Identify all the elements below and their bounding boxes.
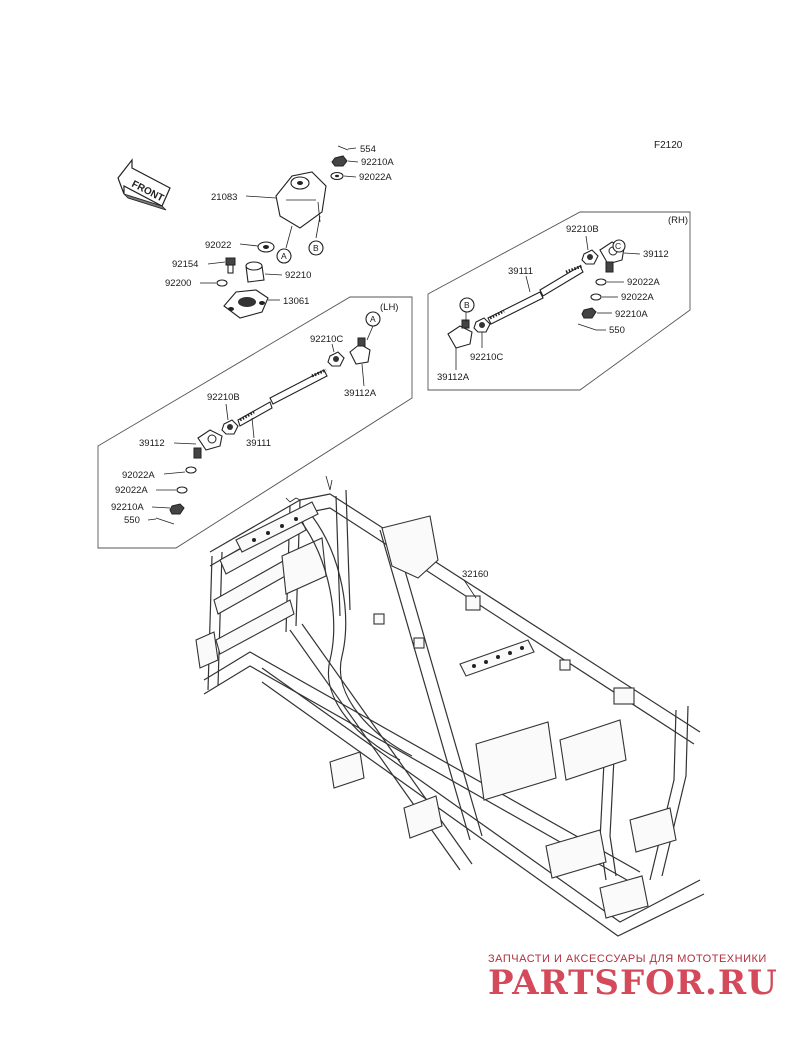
label-550-rh: 550 <box>609 325 625 336</box>
watermark-logo: PARTSFOR.RU <box>488 963 778 1003</box>
label-92022A-lh-2: 92022A <box>115 485 148 496</box>
clamp-13061: 13061 <box>223 289 309 319</box>
lh-tie-rod-box: (LH) A 39112A 92210C 39111 <box>97 296 413 549</box>
tie-rod-39111-rh: 39111 <box>487 264 584 325</box>
watermark: ЗАПЧАСТИ И АКСЕССУАРЫ ДЛЯ МОТОТЕХНИКИ PA… <box>488 953 778 1003</box>
label-39112A-rh: 39112A <box>437 372 470 383</box>
washer-92022A-rh-2: 92022A <box>590 292 654 303</box>
tie-rod-end-39112A-lh: 39112A <box>344 337 377 399</box>
cotter-pin-550-lh: 550 <box>124 515 175 526</box>
label-92022: 92022 <box>205 240 231 251</box>
steering-holder-assembly: 554 92210A 92022A 21083 A <box>165 144 394 319</box>
circle-b-top: B <box>313 243 319 253</box>
label-92022A-lh-1: 92022A <box>122 470 155 481</box>
label-39112-lh: 39112 <box>139 438 165 449</box>
circle-c-rh: C <box>615 241 621 251</box>
label-92210C-lh: 92210C <box>310 334 343 345</box>
cotter-pin-554: 554 <box>337 144 376 155</box>
washer-92022A-lh-2: 92022A <box>115 485 188 496</box>
tie-rod-end-39112-lh: 39112 <box>139 429 223 459</box>
label-92210B-lh: 92210B <box>207 392 240 403</box>
nut-92210B-lh: 92210B <box>207 392 240 435</box>
washer-92022: 92022 <box>205 240 275 253</box>
nut-92210C-lh: 92210C <box>310 334 345 367</box>
washer-92022A-top: 92022A <box>330 171 392 183</box>
label-39112A-lh: 39112A <box>344 388 377 399</box>
label-39111-lh: 39111 <box>246 438 271 449</box>
label-92210A-rh: 92210A <box>615 309 648 320</box>
nut-92210B-rh: 92210B <box>566 224 599 265</box>
bushing-92210: 92210 <box>245 261 311 283</box>
label-39112-rh: 39112 <box>643 249 669 260</box>
label-21083: 21083 <box>211 192 237 203</box>
label-32160: 32160 <box>462 569 488 580</box>
circle-a-lh: A <box>370 314 376 324</box>
label-554: 554 <box>360 144 376 155</box>
nut-92210A-rh: 92210A <box>581 307 648 320</box>
rh-tie-rod-box: (RH) C 39112 92210B 39111 <box>427 211 691 391</box>
label-13061: 13061 <box>283 296 309 307</box>
label-92154: 92154 <box>172 259 198 270</box>
label-550-lh: 550 <box>124 515 140 526</box>
label-92210A-top: 92210A <box>361 157 394 168</box>
rh-box-label: (RH) <box>668 215 688 226</box>
figure-id: F2120 <box>654 140 683 151</box>
bolt-92154: 92154 <box>172 257 236 274</box>
label-92210A-lh: 92210A <box>111 502 144 513</box>
circle-b-rh: B <box>464 300 470 310</box>
tie-rod-39111-lh: 39111 <box>237 368 328 449</box>
label-39111-rh: 39111 <box>508 266 533 277</box>
watermark-tagline: ЗАПЧАСТИ И АКСЕССУАРЫ ДЛЯ МОТОТЕХНИКИ <box>488 953 767 965</box>
cotter-pin-550-rh: 550 <box>577 323 625 336</box>
lh-box-label: (LH) <box>380 302 398 313</box>
washer-92022A-rh-1: 92022A <box>595 277 660 288</box>
circle-a-top: A <box>281 251 287 261</box>
washer-92200: 92200 <box>165 278 228 289</box>
nut-92210A-top: 92210A <box>331 155 394 168</box>
label-92210: 92210 <box>285 270 311 281</box>
nut-92210A-lh: 92210A <box>111 502 185 515</box>
main-frame-32160: 32160 <box>195 475 705 937</box>
label-92210B-rh: 92210B <box>566 224 599 235</box>
label-92022A-rh-1: 92022A <box>627 277 660 288</box>
tie-rod-end-39112-rh: C 39112 <box>599 239 669 273</box>
nut-92210C-rh: 92210C <box>470 317 503 363</box>
label-92022A-top: 92022A <box>359 172 392 183</box>
front-arrow-icon: FRONT <box>117 158 171 211</box>
label-92210C-rh: 92210C <box>470 352 503 363</box>
label-92200: 92200 <box>165 278 191 289</box>
holder-21083: 21083 A B <box>211 171 327 264</box>
washer-92022A-lh-1: 92022A <box>122 466 197 481</box>
tie-rod-end-39112A-rh: B 39112A <box>437 297 475 383</box>
label-92022A-rh-2: 92022A <box>621 292 654 303</box>
